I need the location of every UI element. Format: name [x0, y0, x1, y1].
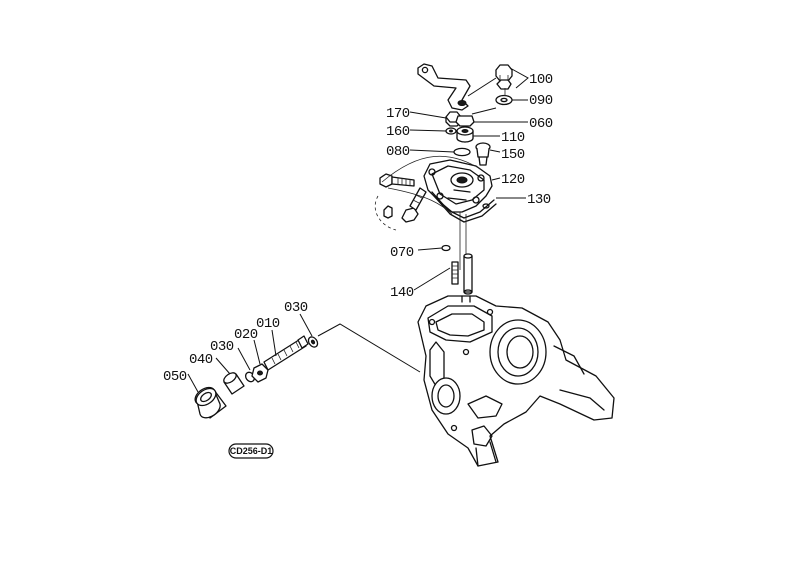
bolt-left-upper [379, 173, 415, 188]
bolt-left-lower [401, 187, 427, 223]
diagram-code-badge: CD256-D1 [228, 443, 274, 459]
callout-030-upper: 030 [284, 300, 308, 316]
callout-160: 160 [386, 124, 410, 140]
callout-100: 100 [529, 72, 553, 88]
nut-100 [495, 64, 513, 90]
screw-010 [263, 335, 309, 371]
callout-110: 110 [501, 130, 525, 146]
callout-070: 070 [390, 245, 414, 261]
callout-150: 150 [501, 147, 525, 163]
cap-050 [194, 386, 227, 419]
callout-170: 170 [386, 106, 410, 122]
callout-050: 050 [163, 369, 187, 385]
callout-030-lower: 030 [210, 339, 234, 355]
washer-030-upper [307, 336, 319, 348]
callout-labels: 100 090 170 060 160 110 080 150 120 130 … [163, 72, 553, 385]
collar-060 [455, 115, 475, 127]
washer-090 [495, 94, 513, 106]
plug-150 [475, 142, 491, 166]
diagram-code: CD256-D1 [230, 446, 273, 456]
callout-140: 140 [390, 285, 414, 301]
nut-020 [251, 363, 269, 383]
leader-lines [187, 67, 529, 393]
bushing-110 [456, 126, 474, 143]
washer-160 [445, 127, 457, 135]
cover-plate-120 [423, 159, 493, 213]
callout-010: 010 [256, 316, 280, 332]
callout-120: 120 [501, 172, 525, 188]
lever-bracket [417, 63, 471, 111]
callout-080: 080 [386, 144, 410, 160]
callout-130: 130 [527, 192, 551, 208]
washer-070 [441, 244, 451, 252]
callout-020: 020 [234, 327, 258, 343]
callout-060: 060 [529, 116, 553, 132]
transmission-housing [417, 295, 615, 467]
bolt-left-small [383, 205, 393, 219]
sleeve-040 [223, 372, 245, 395]
o-ring-080 [453, 147, 471, 157]
callout-040: 040 [189, 352, 213, 368]
callout-090: 090 [529, 93, 553, 109]
stud-140 [451, 253, 473, 295]
